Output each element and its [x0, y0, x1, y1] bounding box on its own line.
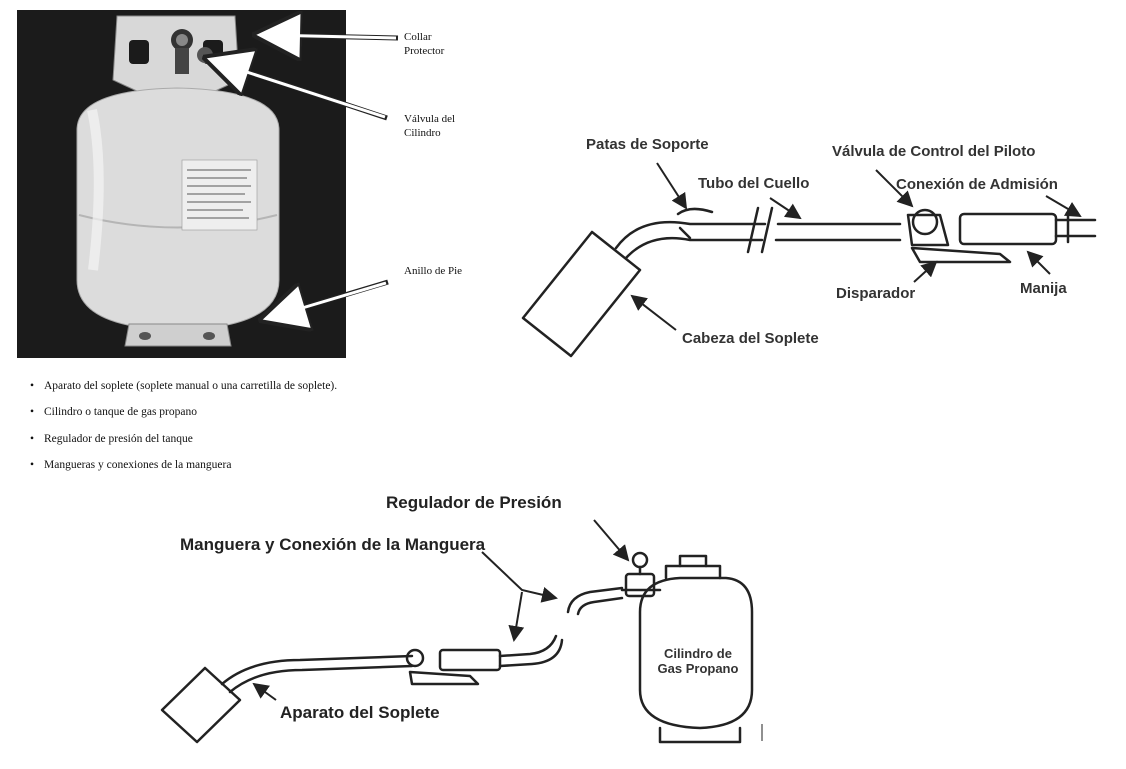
- pilot-valve-label: Válvula de Control del Piloto: [832, 143, 1036, 160]
- torch-apparatus-label: Aparato del Soplete: [280, 703, 440, 722]
- list-item: Cilindro o tanque de gas propano: [30, 406, 337, 432]
- trigger: [910, 246, 1012, 264]
- pilot-valve: [911, 208, 939, 236]
- list-item: Regulador de presión del tanque: [30, 433, 337, 459]
- equipment-list: Aparato del soplete (soplete manual o un…: [30, 380, 337, 485]
- neck-tube: [614, 220, 767, 250]
- torch-head: [521, 230, 642, 358]
- torch-head-label: Cabeza del Soplete: [682, 330, 819, 347]
- hose-regulator-end: [566, 586, 624, 614]
- neck-tube-label: Tubo del Cuello: [698, 175, 810, 192]
- propane-tank-photo: [17, 10, 346, 358]
- assembly-torch-tube: [220, 654, 414, 686]
- trigger-label: Disparador: [836, 285, 916, 302]
- collar-label: Collar Protector: [404, 31, 445, 57]
- hose-torch-end: [498, 634, 558, 658]
- assembly-torch-head: [160, 666, 242, 744]
- propane-cylinder: [638, 576, 754, 730]
- tank-body: [76, 87, 280, 331]
- inlet-label: Conexión de Admisión: [896, 176, 1058, 193]
- list-item: Mangueras y conexiones de la manguera: [30, 459, 337, 485]
- valve-label: Válvula del Cilindro: [404, 113, 456, 139]
- foot-ring: [124, 323, 232, 347]
- support-legs-label: Patas de Soporte: [586, 136, 709, 153]
- foot-ring-label: Anillo de Pie: [404, 265, 463, 277]
- inlet-connection: [1054, 212, 1097, 244]
- list-item: Aparato del soplete (soplete manual o un…: [30, 380, 337, 406]
- regulator-label: Regulador de Presión: [386, 493, 562, 512]
- hose-label: Manguera y Conexión de la Manguera: [180, 535, 486, 554]
- cylinder-label: Cilindro de Gas Propano: [657, 646, 739, 676]
- handle-label: Manija: [1020, 280, 1067, 297]
- torch-handle: [958, 212, 1058, 246]
